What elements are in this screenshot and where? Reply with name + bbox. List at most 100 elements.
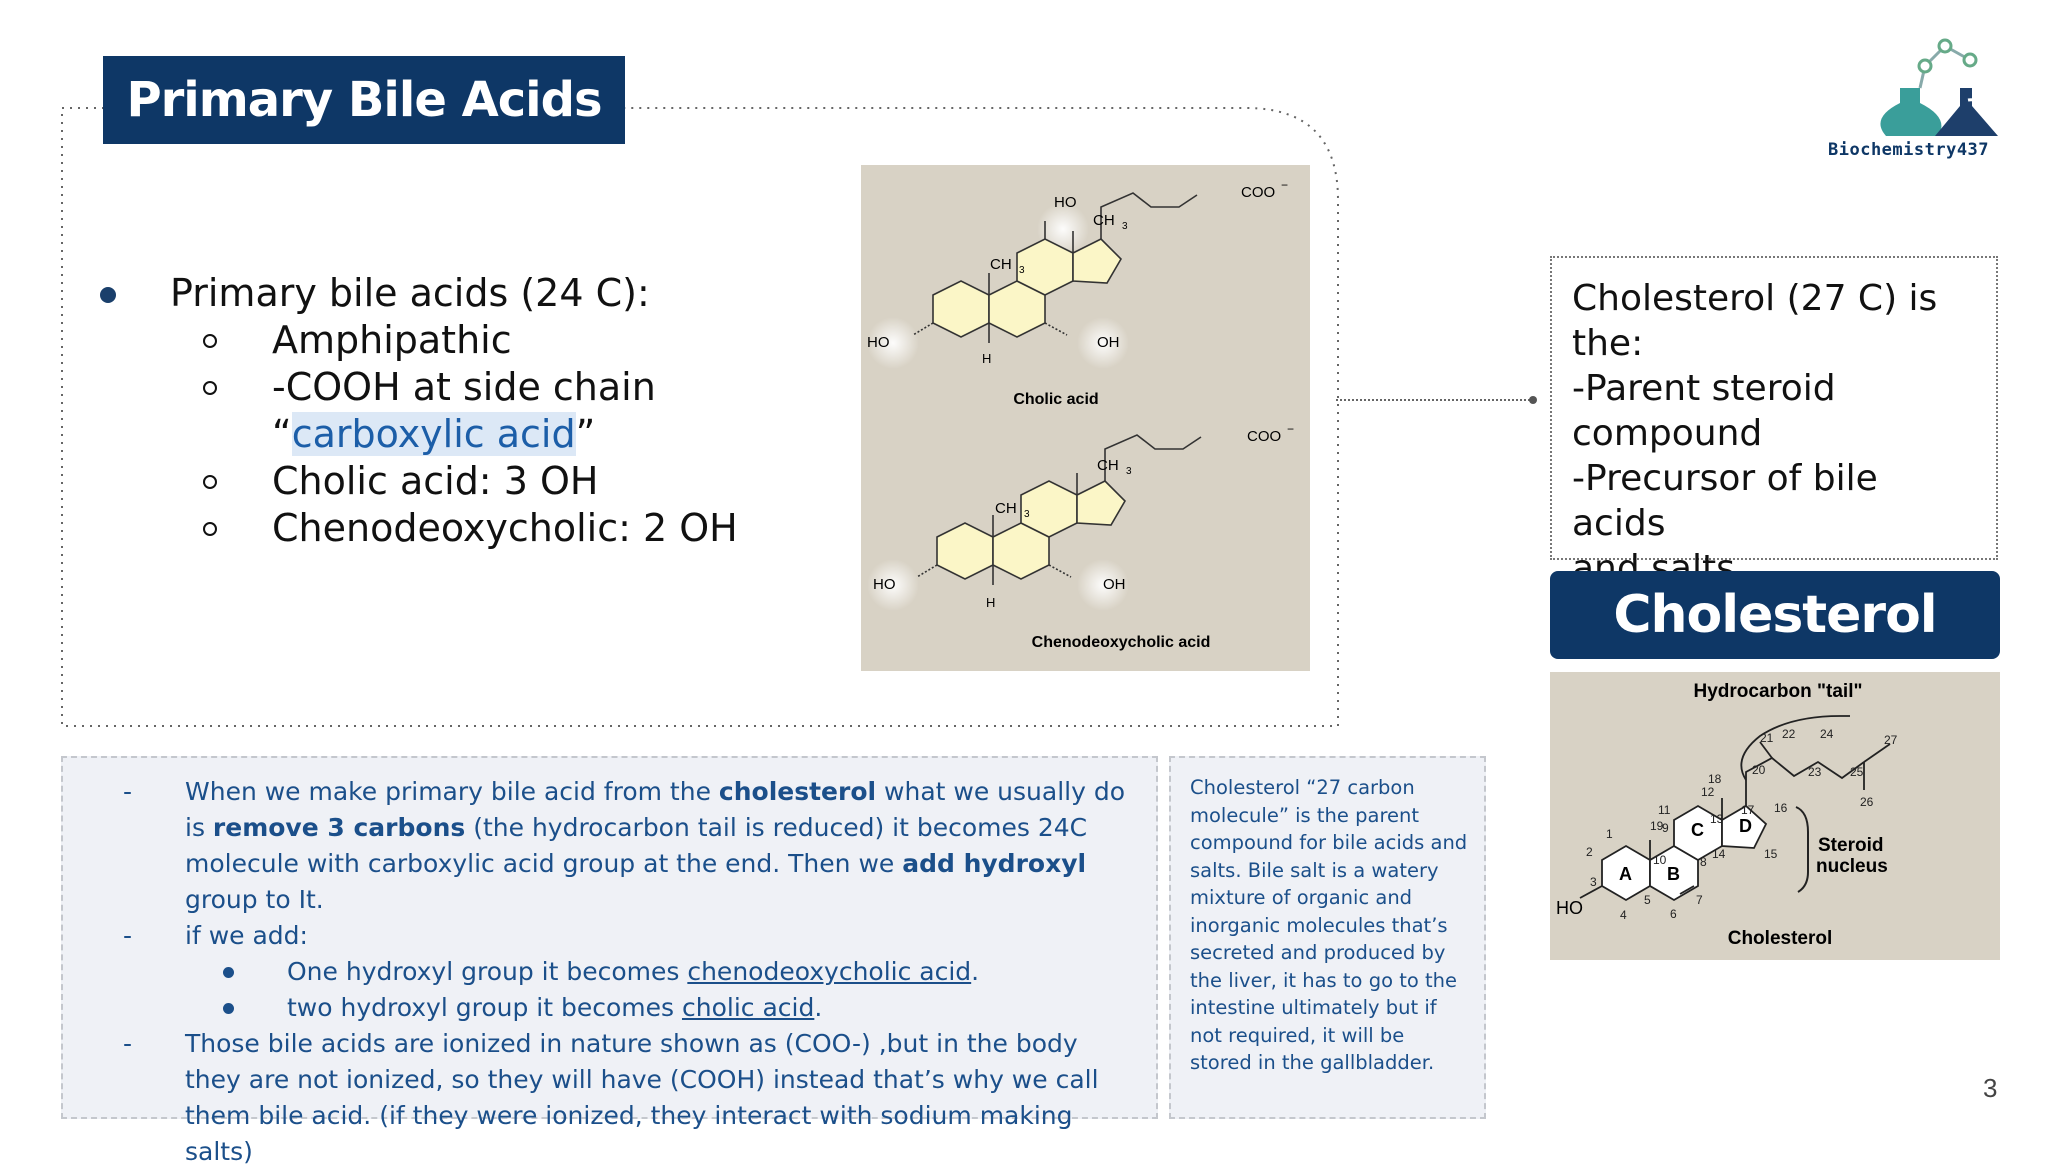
note-underlined: chenodeoxycholic acid — [687, 957, 972, 986]
brand-name: Biochemistry437 — [1828, 140, 1990, 160]
ch3-sub: 3 — [1024, 509, 1030, 520]
sub-bullet-item: -COOH at side chain “carboxylic acid” — [96, 364, 856, 458]
nucleus-label: nucleus — [1816, 856, 1888, 877]
carbon-number: 4 — [1620, 908, 1627, 922]
carbon-number: 26 — [1860, 795, 1874, 809]
page-number: 3 — [1983, 1073, 1998, 1103]
carbon-number: 2 — [1586, 845, 1593, 859]
carbon-number: 16 — [1774, 801, 1788, 815]
tail-label: Hydrocarbon "tail" — [1694, 681, 1863, 702]
info-line: the: — [1572, 323, 1644, 364]
carbon-number: 18 — [1708, 772, 1722, 786]
quote-close: ” — [575, 412, 596, 456]
sub-bullet-item: Amphipathic — [96, 317, 856, 364]
connector-dot-icon — [1529, 396, 1537, 404]
carbon-number: 21 — [1760, 731, 1774, 745]
note-item: - if we add: — [63, 918, 1136, 954]
ch3-label: CH — [1093, 212, 1115, 229]
note-bold: cholesterol — [718, 777, 877, 806]
quote-open: “ — [272, 412, 292, 456]
bullet-item: Primary bile acids (24 C): — [96, 270, 856, 317]
ch3-label: CH — [995, 500, 1017, 517]
carbon-number: 1 — [1606, 827, 1613, 841]
cheno-acid-caption: Chenodeoxycholic acid — [1032, 634, 1211, 651]
cholesterol-structure-figure: Hydrocarbon "tail" Steroid nucleus Chole… — [1550, 672, 2000, 960]
info-line: -Precursor of bile acids — [1572, 458, 1878, 544]
note-text: if we add: — [185, 921, 308, 950]
side-note-box: Cholesterol “27 carbon molecule” is the … — [1169, 756, 1486, 1119]
bullet-dot-icon — [223, 967, 234, 978]
bullet-list: Primary bile acids (24 C): Amphipathic -… — [96, 270, 856, 552]
cholesterol-caption: Cholesterol — [1728, 928, 1833, 949]
carbon-number: 15 — [1764, 847, 1778, 861]
ho-label: HO — [873, 576, 896, 593]
highlighted-term: carboxylic acid — [291, 412, 576, 456]
carbon-number: 23 — [1808, 765, 1822, 779]
ch3-sub: 3 — [1122, 221, 1128, 232]
sub-bullet-item: Cholic acid: 3 OH — [96, 458, 856, 505]
carbon-number: 9 — [1662, 821, 1669, 835]
carbon-number: 6 — [1670, 907, 1677, 921]
note-underlined: cholic acid — [681, 993, 815, 1022]
oh-label: OH — [1103, 576, 1126, 593]
info-line: -Parent steroid — [1572, 368, 1836, 409]
note-text: two hydroxyl group it becomes — [287, 993, 682, 1022]
coo-label: COO — [1247, 428, 1281, 445]
carbon-number: 27 — [1884, 733, 1898, 747]
note-text: (the hydrocarbon tail is reduced) it bec… — [185, 813, 1088, 878]
carbon-number: 25 — [1850, 765, 1864, 779]
note-bold: add hydroxyl — [902, 849, 1087, 878]
note-item: - Those bile acids are ionized in nature… — [63, 1026, 1136, 1170]
sub-bullet-text: Cholic acid: 3 OH — [272, 459, 599, 503]
charge-label: − — [1281, 178, 1288, 192]
note-text: Those bile acids are ionized in nature s… — [185, 1029, 1099, 1166]
bullet-dot-icon — [223, 1003, 234, 1014]
note-subitem: two hydroxyl group it becomes cholic aci… — [63, 990, 1136, 1026]
bullet-dot-icon — [100, 287, 116, 303]
steroid-label: Steroid — [1818, 835, 1883, 856]
ring-label: B — [1667, 864, 1680, 884]
note-text: One hydroxyl group it becomes — [287, 957, 688, 986]
ch3-label: CH — [1097, 457, 1119, 474]
dash-marker: - — [123, 777, 133, 806]
note-text: what we usually do is — [185, 777, 1126, 842]
note-text: . — [814, 993, 823, 1022]
note-bold: remove 3 carbons — [212, 813, 466, 842]
bullet-ring-icon — [203, 522, 217, 536]
carbon-number: 14 — [1712, 847, 1726, 861]
h-label: H — [986, 595, 995, 610]
dash-marker: - — [123, 1029, 133, 1058]
carbon-number: 24 — [1820, 727, 1834, 741]
carbon-number: 5 — [1644, 893, 1651, 907]
sub-bullet-text: Amphipathic — [272, 318, 512, 362]
note-text: When we make primary bile acid from the — [185, 777, 719, 806]
cholesterol-info-box: Cholesterol (27 C) is the: -Parent stero… — [1550, 256, 1998, 589]
ho-label: HO — [1054, 194, 1077, 211]
ring-label: C — [1691, 820, 1704, 840]
sub-bullet-text: -COOH at side chain — [272, 365, 656, 409]
carbon-number: 10 — [1653, 853, 1667, 867]
ring-label: A — [1619, 864, 1632, 884]
carbon-number: 11 — [1658, 803, 1671, 817]
cholesterol-header: Cholesterol — [1550, 571, 2000, 659]
carbon-number: 20 — [1752, 763, 1766, 777]
carbon-number: 19 — [1650, 819, 1664, 833]
carbon-number: 17 — [1741, 803, 1755, 817]
ch3-sub: 3 — [1126, 466, 1132, 477]
flask-logo-icon — [1880, 38, 1998, 136]
note-subitem: One hydroxyl group it becomes chenodeoxy… — [63, 954, 1136, 990]
ch3-label: CH — [990, 256, 1012, 273]
bullet-ring-icon — [203, 381, 217, 395]
h-label: H — [982, 351, 991, 366]
bullet-text: Primary bile acids (24 C): — [170, 271, 650, 315]
carbon-number: 8 — [1700, 855, 1707, 869]
note-text: . — [971, 957, 980, 986]
cholic-acid-caption: Cholic acid — [1013, 391, 1098, 408]
sub-bullet-text: Chenodeoxycholic: 2 OH — [272, 506, 738, 550]
cholic-acid-structure: HO CH 3 CH 3 COO − HO OH H Cholic acid — [867, 178, 1288, 408]
carbon-number: 3 — [1590, 875, 1597, 889]
notes-box: - When we make primary bile acid from th… — [61, 756, 1158, 1166]
ring-label: D — [1739, 816, 1752, 836]
bile-acid-structures-figure: HO CH 3 CH 3 COO − HO OH H Cholic acid C… — [861, 165, 1310, 671]
